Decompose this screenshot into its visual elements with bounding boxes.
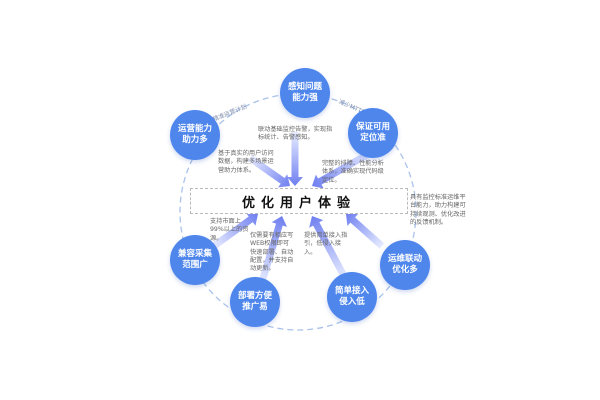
arrow: [247, 155, 290, 188]
description-compat: 支持市面上99%以上的资源。: [210, 218, 249, 242]
description-access: 提供简单接入指引，低侵入接入。: [304, 232, 348, 256]
arrow: [312, 148, 374, 189]
node-label: 保证可用定位准: [355, 122, 390, 143]
center-title-box: 优化用户体验: [190, 188, 408, 214]
arrow: [287, 132, 303, 186]
node-compat: 兼容采集范围广: [170, 235, 220, 285]
description-ops: 具有监控标准运维平台能力，助力构建可持续观测、优化改进的反馈机制。: [410, 194, 466, 227]
node-ops: 运维联动优化多: [380, 240, 430, 290]
arrow: [309, 216, 349, 280]
node-label: 兼容采集范围广: [177, 249, 212, 270]
description-operation: 基于真实的用户访问数据，构建多场景运营助力体系。: [218, 150, 274, 174]
description-deploy: 仅需要有相应写WEB权限即可快速部署、自动配置，并支持自动更新。: [250, 232, 294, 273]
node-access: 简单接入侵入低: [327, 272, 377, 322]
arrow: [346, 214, 385, 249]
arrow: [211, 212, 258, 249]
node-label: 简单接入侵入低: [334, 286, 369, 307]
node-deploy: 部署方便推广易: [230, 277, 280, 327]
node-operation: 运营能力助力多: [170, 110, 220, 160]
node-label: 运维联动优化多: [387, 254, 422, 275]
description-perception: 联动基础监控告警，实现指标统计、告警感知。: [258, 126, 333, 142]
node-perception: 感知问题能力强: [280, 68, 330, 118]
node-label: 感知问题能力强: [287, 82, 322, 103]
node-label: 运营能力助力多: [177, 124, 212, 145]
description-locate: 完整的排障、性能分析体系，准确实现代码级定位。: [322, 160, 384, 184]
arrow: [258, 216, 288, 284]
node-locate: 保证可用定位准: [348, 108, 398, 158]
node-label: 部署方便推广易: [237, 291, 272, 312]
